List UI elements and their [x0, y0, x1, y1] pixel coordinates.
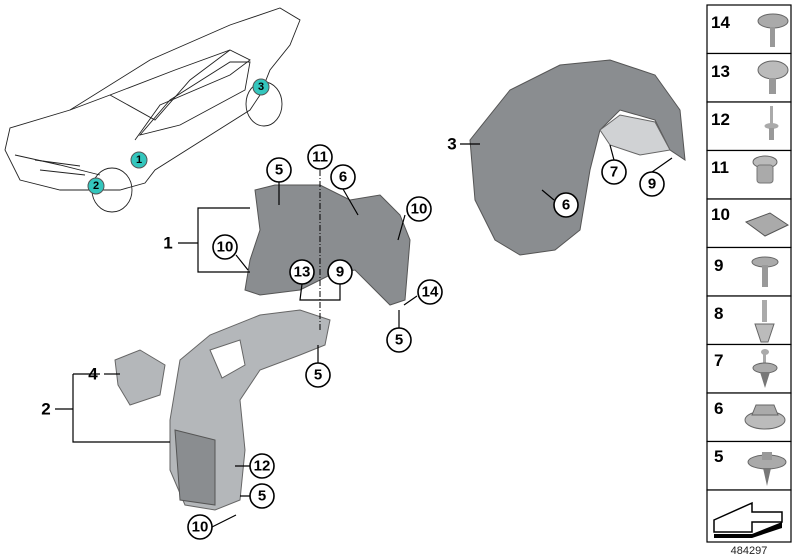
svg-text:5: 5	[395, 332, 403, 349]
parts-column: 14 13 12 11 10 9 8 7 6 5	[706, 4, 792, 543]
car-overview-illustration	[4, 7, 301, 213]
flange-nut-6-icon	[744, 404, 786, 430]
svg-text:10: 10	[192, 519, 209, 536]
part-number-14: 14	[711, 13, 730, 32]
svg-text:5: 5	[258, 488, 266, 505]
clip-nut-10-icon	[744, 212, 790, 237]
svg-text:9: 9	[336, 264, 344, 281]
callout-10-lower: 10	[187, 514, 213, 540]
label-item-4: 4	[88, 365, 98, 384]
front-wheel-arch-liner-upper	[244, 184, 411, 306]
label-item-3: 3	[447, 135, 456, 154]
svg-text:3: 3	[258, 81, 264, 93]
cover-plate	[114, 349, 166, 406]
rear-wheel-arch-liner	[469, 59, 686, 256]
svg-text:1: 1	[136, 154, 142, 166]
callout-14: 14	[417, 279, 443, 305]
expanding-nut-11-icon	[752, 155, 778, 184]
svg-text:12: 12	[254, 458, 271, 475]
part-number-10: 10	[711, 205, 730, 224]
callout-12: 12	[249, 453, 275, 479]
car-marker-2: 2	[87, 177, 105, 195]
screw-13-icon	[757, 60, 789, 94]
callout-10-left: 10	[212, 234, 238, 260]
svg-text:5: 5	[275, 162, 283, 179]
push-rivet-8-icon	[754, 300, 775, 343]
svg-text:10: 10	[411, 201, 428, 218]
svg-text:13: 13	[294, 264, 311, 281]
svg-text:14: 14	[422, 284, 439, 301]
svg-text:7: 7	[610, 164, 618, 181]
label-item-2: 2	[41, 400, 50, 419]
part-number-5: 5	[714, 447, 723, 466]
car-marker-3: 3	[252, 78, 270, 96]
callout-9-front: 9	[327, 259, 353, 285]
screw-14-icon	[757, 13, 789, 47]
rivet-12-icon	[764, 106, 779, 140]
view-direction-arrow-icon	[713, 501, 783, 538]
svg-text:5: 5	[314, 367, 322, 384]
front-liner-vent-grille	[174, 429, 216, 506]
callout-9-rear: 9	[639, 171, 665, 197]
callout-6-rear: 6	[553, 192, 579, 218]
part-number-12: 12	[711, 110, 730, 129]
callout-5-right: 5	[386, 327, 412, 353]
part-number-8: 8	[714, 304, 723, 323]
part-number-6: 6	[714, 399, 723, 418]
callout-5-lower: 5	[249, 483, 275, 509]
bolt-9-icon	[751, 256, 779, 287]
svg-text:6: 6	[339, 169, 347, 186]
figure-number: 484297	[731, 545, 768, 557]
callout-5-middle: 5	[305, 362, 331, 388]
callout-11: 11	[307, 144, 333, 170]
callout-13: 13	[289, 259, 315, 285]
label-item-1: 1	[163, 234, 172, 253]
screw-5-icon	[747, 452, 787, 486]
part-number-7: 7	[714, 351, 723, 370]
part-number-13: 13	[711, 62, 730, 81]
svg-text:11: 11	[312, 149, 328, 166]
part-number-9: 9	[714, 256, 723, 275]
part-number-11: 11	[711, 158, 729, 177]
car-marker-1: 1	[130, 151, 148, 169]
callout-6-front: 6	[330, 164, 356, 190]
svg-text:10: 10	[217, 239, 234, 256]
callout-10-right: 10	[406, 196, 432, 222]
callout-5-upper: 5	[266, 157, 292, 183]
svg-text:9: 9	[648, 176, 656, 193]
callout-7: 7	[601, 159, 627, 185]
svg-text:6: 6	[562, 197, 570, 214]
clip-7-icon	[752, 349, 778, 388]
leader-group-1	[178, 207, 250, 273]
leader-group-2	[55, 373, 170, 443]
svg-text:2: 2	[93, 180, 99, 192]
